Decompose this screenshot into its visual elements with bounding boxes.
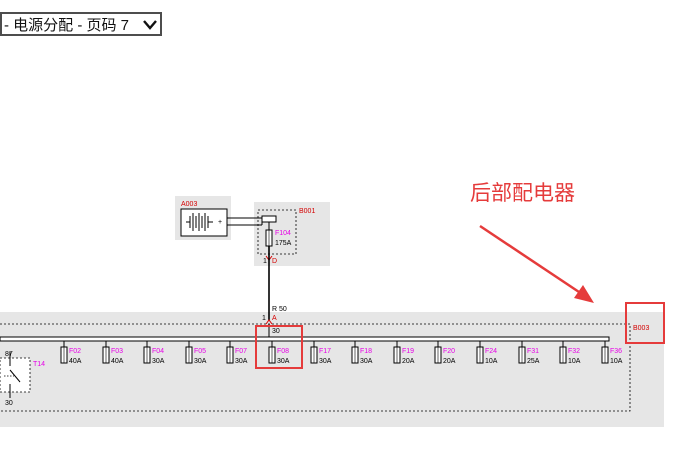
chevron-down-icon [143, 20, 157, 30]
bus-bar [0, 336, 610, 342]
battery-terminal-plus: + [218, 219, 222, 226]
fuse-id-label: F02 [69, 348, 81, 355]
rear-fuse-box-panel [0, 312, 664, 427]
highlight-f08 [255, 325, 303, 369]
fuse-rating-label: 30A [319, 358, 332, 365]
main-fuse-box-panel [254, 202, 330, 266]
fuse-id-label: F05 [194, 348, 206, 355]
fuse-id-label: F20 [443, 348, 455, 355]
feed-wire-label: R 50 [272, 306, 287, 313]
annotation-arrow-shaft [479, 224, 586, 298]
fuse-rating-label: 10A [568, 358, 581, 365]
battery-id: A003 [181, 201, 197, 208]
fuse-id-label: F03 [111, 348, 123, 355]
fuse-id-label: F17 [319, 348, 331, 355]
fuse-rating-label: 25A [527, 358, 540, 365]
page-selector[interactable]: - 电源分配 - 页码 7 [0, 12, 162, 36]
fuse-id-label: F36 [610, 348, 622, 355]
rear-distribution-annotation: 后部配电器 [470, 181, 575, 205]
fuse-rating-label: 30A [235, 358, 248, 365]
main-fuse-top-terminal [261, 215, 277, 223]
relay-pin-top: 87 [5, 351, 13, 358]
fuse-rating-label: 30A [152, 358, 165, 365]
main-fuse-pin: 1 [263, 258, 267, 265]
fuse-id-label: F04 [152, 348, 164, 355]
fuse-rating-label: 40A [111, 358, 124, 365]
fuse-id-label: F24 [485, 348, 497, 355]
fuse-id-label: F08 [277, 348, 289, 355]
feed-wire-pin: 1 [262, 315, 266, 322]
fuse-rating-label: 10A [485, 358, 498, 365]
main-fuse-box-outline [257, 209, 297, 255]
main-fuse-pin-letter: D [272, 258, 277, 265]
feed-wire-pin-letter: A [272, 315, 277, 322]
relay-pin-bottom: 30 [5, 400, 13, 407]
main-fuse-box-id: B001 [299, 208, 315, 215]
fuse-row: F0240AF0340AF0430AF0530AF0730AF0830AF173… [60, 341, 623, 365]
rear-fuse-box-id: B003 [633, 325, 649, 332]
page-selector-value: - 电源分配 - 页码 7 [4, 16, 130, 34]
fuse-rating-label: 30A [194, 358, 207, 365]
fuse-rating-label: 40A [69, 358, 82, 365]
rear-fuse-box-outline [0, 323, 631, 412]
main-fuse-rating: 175A [275, 240, 292, 247]
fuse-rating-label: 20A [402, 358, 415, 365]
relay-id: T14 [33, 361, 45, 368]
fuse-id-label: F19 [402, 348, 414, 355]
feed-wire-connector-chevron [265, 319, 273, 325]
battery-symbol [180, 208, 228, 237]
fuse-rating-label: 10A [610, 358, 623, 365]
fuse-id-label: F18 [360, 348, 372, 355]
fuse-id-label: F32 [568, 348, 580, 355]
highlight-b003 [625, 302, 665, 344]
main-fuse-id: F104 [275, 230, 291, 237]
fuse-rating-label: 30A [360, 358, 373, 365]
bus-label: 30 [272, 328, 280, 335]
fuse-rating-label: 20A [443, 358, 456, 365]
fuse-id-label: F31 [527, 348, 539, 355]
relay-t14 [0, 352, 31, 398]
fuse-id-label: F07 [235, 348, 247, 355]
annotation-arrow-head [574, 285, 594, 303]
fuse-rating-label: 30A [277, 358, 290, 365]
